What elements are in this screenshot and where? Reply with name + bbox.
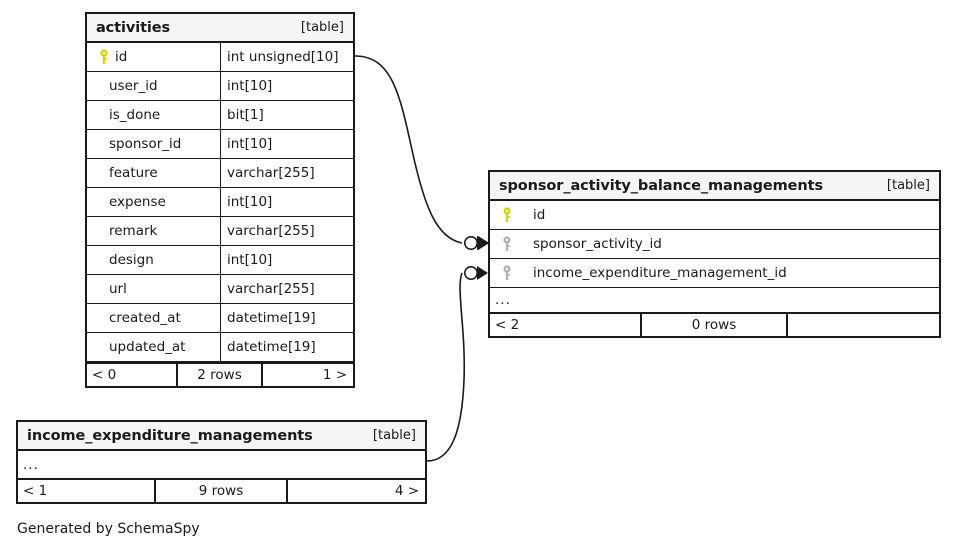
cardinality-optional-circle [463,265,478,280]
table-row[interactable]: sponsor_activity_id [490,230,939,259]
table-sponsor-activity-balance-managements[interactable]: sponsor_activity_balance_managements [ta… [488,170,941,338]
column-type: int[10] [220,72,353,100]
crows-foot-marker [477,235,489,251]
table-row[interactable]: remark varchar[255] [87,217,353,246]
column-name: sponsor_id [109,136,182,152]
column-name: is_done [109,107,161,123]
column-type: bit[1] [220,101,353,129]
crows-foot-marker [477,266,488,280]
column-name: url [109,281,127,297]
column-name: id [533,207,546,223]
table-row-ellipsis: ... [18,451,425,478]
table-row[interactable]: id [490,201,939,230]
table-footer-income-expenditure-managements: < 1 9 rows 4 > [18,478,425,502]
footer-next-count[interactable] [788,314,939,336]
footer-row-count: 9 rows [153,480,289,502]
table-row[interactable]: feature varchar[255] [87,159,353,188]
more-columns-indicator: ... [495,292,511,308]
table-row[interactable]: id int unsigned[10] [87,43,353,72]
column-type: int[10] [220,188,353,216]
footer-prev-count[interactable]: < 0 [92,367,117,383]
foreign-key-icon [496,265,518,281]
footer-row-count: 0 rows [639,314,789,336]
column-type: varchar[255] [220,275,353,303]
column-name: id [115,49,128,65]
table-row[interactable]: income_expenditure_management_id [490,259,939,288]
table-footer-sponsor-activity-balance-managements: < 2 0 rows [490,312,939,336]
footer-prev-count[interactable]: < 2 [495,317,520,333]
column-name: feature [109,165,158,181]
relationship-edge-activities-sponsor-activity-id [354,55,489,251]
column-name: expense [109,194,166,210]
table-header-income-expenditure-managements: income_expenditure_managements [table] [18,422,425,451]
column-name: user_id [109,78,158,94]
table-row[interactable]: expense int[10] [87,188,353,217]
column-type: varchar[255] [220,217,353,245]
column-type: datetime[19] [220,304,353,332]
footer-next-count[interactable]: 1 > [322,367,348,383]
table-row[interactable]: updated_at datetime[19] [87,333,353,362]
column-name: income_expenditure_management_id [533,265,787,281]
table-row[interactable]: user_id int[10] [87,72,353,101]
table-activities[interactable]: activities [table] id int unsigned[10] u… [85,12,355,388]
table-type-tag: [table] [372,428,416,443]
generated-by-credit: Generated by SchemaSpy [17,521,200,537]
column-type: datetime[19] [220,333,353,361]
table-row[interactable]: created_at datetime[19] [87,304,353,333]
table-row[interactable]: url varchar[255] [87,275,353,304]
column-name: remark [109,223,158,239]
primary-key-icon [496,207,518,223]
column-name: design [109,252,154,268]
column-type: int[10] [220,130,353,158]
table-row[interactable]: sponsor_id int[10] [87,130,353,159]
more-columns-indicator: ... [23,456,39,473]
table-header-activities: activities [table] [87,14,353,43]
table-header-sponsor-activity-balance-managements: sponsor_activity_balance_managements [ta… [490,172,939,201]
table-footer-activities: < 0 2 rows 1 > [87,362,353,386]
table-row-ellipsis: ... [490,288,939,312]
column-name: updated_at [109,339,186,355]
table-type-tag: [table] [300,20,344,35]
column-name: sponsor_activity_id [533,236,662,252]
table-title: income_expenditure_managements [27,427,313,444]
footer-next-count[interactable]: 4 > [394,483,420,499]
column-type: varchar[255] [220,159,353,187]
cardinality-optional-circle [463,236,478,251]
table-type-tag: [table] [886,178,930,193]
primary-key-icon [93,49,115,65]
footer-row-count: 2 rows [175,364,264,386]
table-title: activities [96,19,171,36]
column-type: int unsigned[10] [220,43,353,71]
table-income-expenditure-managements[interactable]: income_expenditure_managements [table] .… [16,420,427,504]
relationship-edge-income-expenditure-management-id [426,265,488,462]
table-row[interactable]: is_done bit[1] [87,101,353,130]
foreign-key-icon [496,236,518,252]
table-title: sponsor_activity_balance_managements [499,177,823,194]
footer-prev-count[interactable]: < 1 [23,483,48,499]
column-type: int[10] [220,246,353,274]
table-row[interactable]: design int[10] [87,246,353,275]
column-name: created_at [109,310,181,326]
